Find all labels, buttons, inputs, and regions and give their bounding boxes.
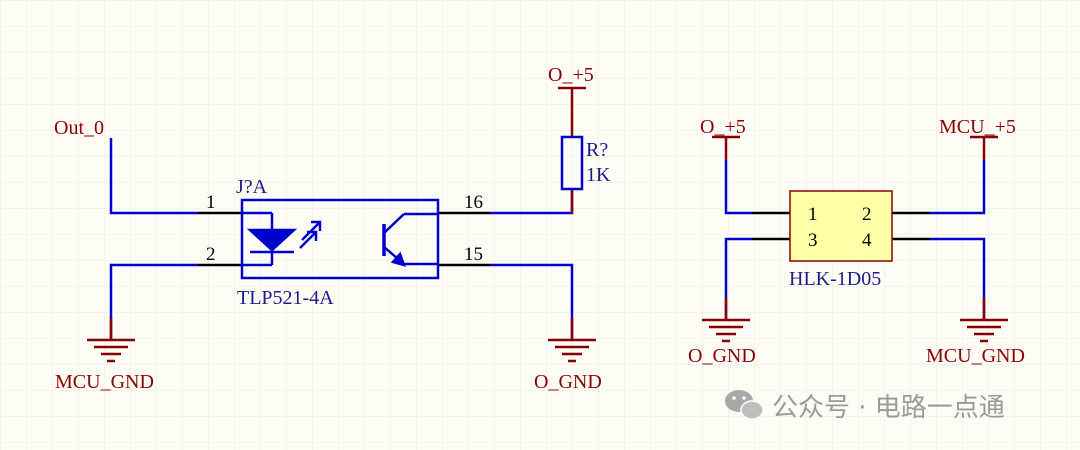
optocoupler-designator: J?A: [236, 176, 268, 198]
net-label-mcu-gnd-right: MCU_GND: [926, 345, 1025, 367]
net-label-o-gnd-left: O_GND: [534, 371, 602, 393]
wire-mcu-gnd: [109, 263, 198, 340]
optocoupler-body: [240, 198, 440, 280]
wire-o5-right: [724, 160, 752, 215]
module-pin-2: 2: [862, 204, 872, 225]
module-pin-1: 1: [808, 204, 818, 225]
module-body: [789, 190, 893, 262]
net-label-o5-right: O_+5: [700, 116, 746, 138]
wire-mcu-gnd-right: [930, 237, 986, 320]
module-part-number: HLK-1D05: [789, 268, 881, 290]
resistor-value: 1K: [586, 164, 611, 186]
pin-number-1: 1: [206, 192, 216, 213]
power-port-o5-right: [712, 135, 740, 160]
ground-symbol-o-gnd-right: [702, 298, 750, 343]
wire-pin-15: [490, 263, 574, 340]
pin-number-15: 15: [464, 244, 483, 265]
power-port-mcu5: [970, 135, 998, 160]
pin-number-16: 16: [464, 192, 483, 213]
module-pin-3: 3: [808, 230, 818, 251]
net-label-mcu-gnd-left: MCU_GND: [55, 371, 154, 393]
ground-symbol-mcu-gnd-right: [960, 298, 1008, 343]
net-label-o-gnd-right: O_GND: [688, 345, 756, 367]
power-port-o5-left: [558, 86, 586, 112]
net-label-mcu5: MCU_+5: [939, 116, 1016, 138]
led-icon: [242, 211, 322, 267]
net-label-o5-left: O_+5: [548, 64, 594, 86]
optocoupler-part-number: TLP521-4A: [237, 287, 334, 309]
net-label-out-0: Out_0: [54, 117, 104, 139]
watermark: 公众号 · 电路一点通: [725, 390, 1005, 423]
watermark-text: 公众号 · 电路一点通: [772, 393, 1005, 423]
optocoupler-pins: [198, 211, 490, 267]
wire-mcu5: [930, 160, 986, 215]
wire-out-0: [109, 138, 198, 215]
ground-symbol-o-gnd-left: [548, 318, 596, 363]
module-pins: [752, 211, 930, 241]
resistor-designator: R?: [586, 139, 608, 161]
right-circuit: O_+5 MCU_+5 1 2 3 4 HLK-1D05: [688, 116, 1025, 367]
ground-symbol-mcu-gnd-left: [87, 318, 135, 363]
left-circuit: Out_0 MCU_GND 1 2 16 15 J?A TLP521-4A: [54, 64, 611, 393]
pin-number-2: 2: [206, 244, 216, 265]
phototransistor-icon: [382, 212, 438, 267]
wire-o-gnd-right: [724, 237, 752, 320]
module-pin-4: 4: [862, 230, 872, 251]
wechat-icon: [725, 390, 764, 420]
resistor-body: [560, 135, 584, 191]
